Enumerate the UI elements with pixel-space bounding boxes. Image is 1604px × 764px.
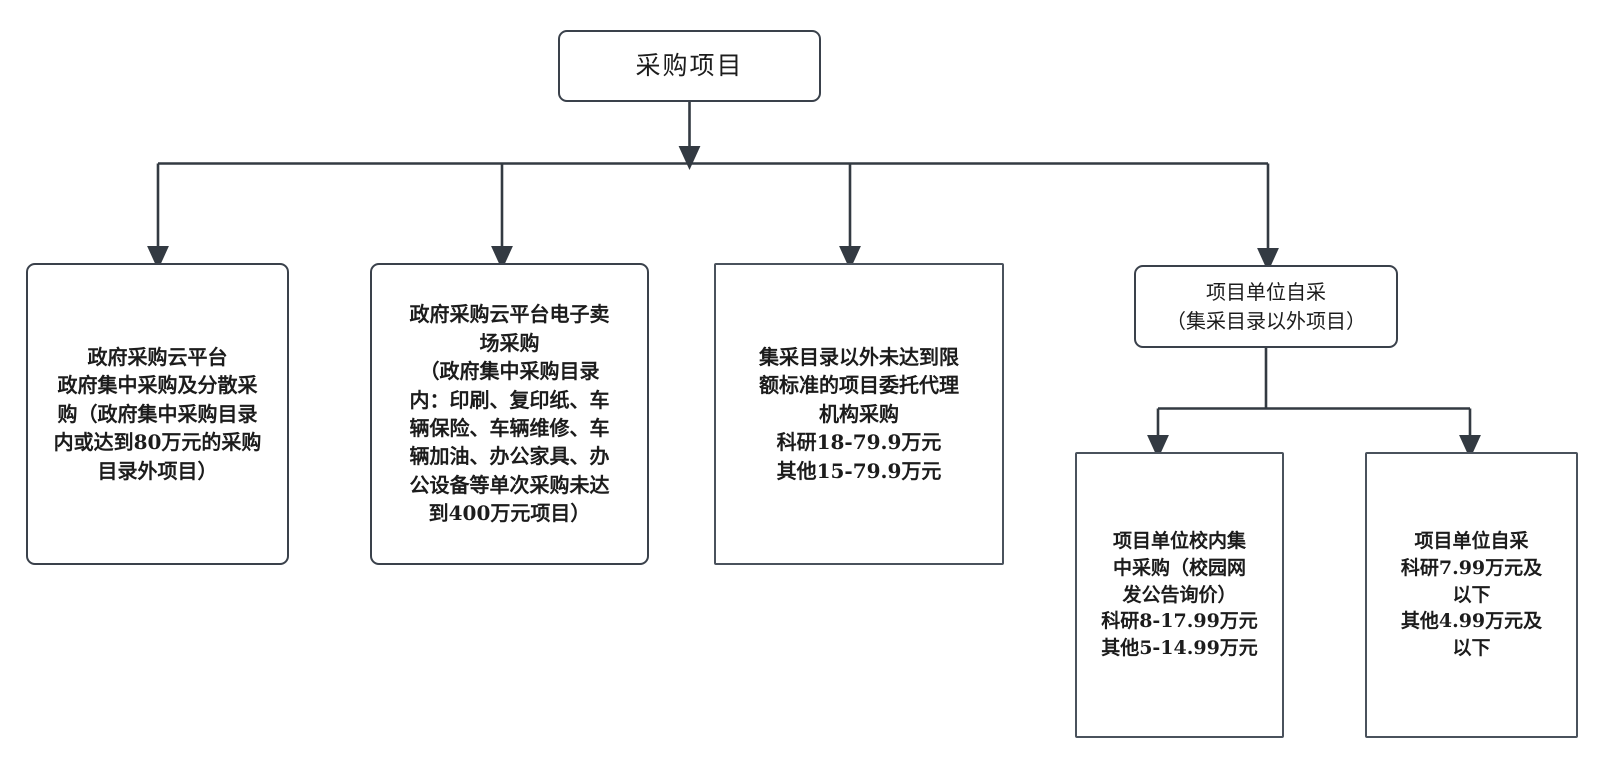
node-label: 项目单位自采 科研7.99万元及 以下 其他4.99万元及 以下 [1400, 529, 1543, 660]
node-label: 采购项目 [635, 51, 744, 81]
node-unit-self-procurement-small[interactable]: 项目单位自采 科研7.99万元及 以下 其他4.99万元及 以下 [1365, 452, 1578, 738]
node-label: 政府采购云平台电子卖 场采购 （政府集中采购目录 内：印刷、复印纸、车 辆保险、… [409, 302, 610, 526]
node-procurement-project[interactable]: 采购项目 [558, 30, 821, 102]
node-label: 项目单位自采 （集采目录以外项目） [1166, 280, 1366, 333]
node-gov-cloud-emarket[interactable]: 政府采购云平台电子卖 场采购 （政府集中采购目录 内：印刷、复印纸、车 辆保险、… [370, 263, 649, 565]
node-agency-entrusted-procurement[interactable]: 集采目录以外未达到限 额标准的项目委托代理 机构采购 科研18-79.9万元 其… [714, 263, 1004, 565]
node-label: 政府采购云平台 政府集中采购及分散采 购（政府集中采购目录 内或达到80万元的采… [53, 345, 262, 483]
node-unit-self-procurement[interactable]: 项目单位自采 （集采目录以外项目） [1134, 265, 1398, 348]
node-gov-cloud-centralized-decentralized[interactable]: 政府采购云平台 政府集中采购及分散采 购（政府集中采购目录 内或达到80万元的采… [26, 263, 289, 565]
node-campus-centralized-procurement[interactable]: 项目单位校内集 中采购（校园网 发公告询价） 科研8-17.99万元 其他5-1… [1075, 452, 1284, 738]
node-label: 集采目录以外未达到限 额标准的项目委托代理 机构采购 科研18-79.9万元 其… [759, 345, 959, 483]
node-label: 项目单位校内集 中采购（校园网 发公告询价） 科研8-17.99万元 其他5-1… [1101, 529, 1258, 660]
